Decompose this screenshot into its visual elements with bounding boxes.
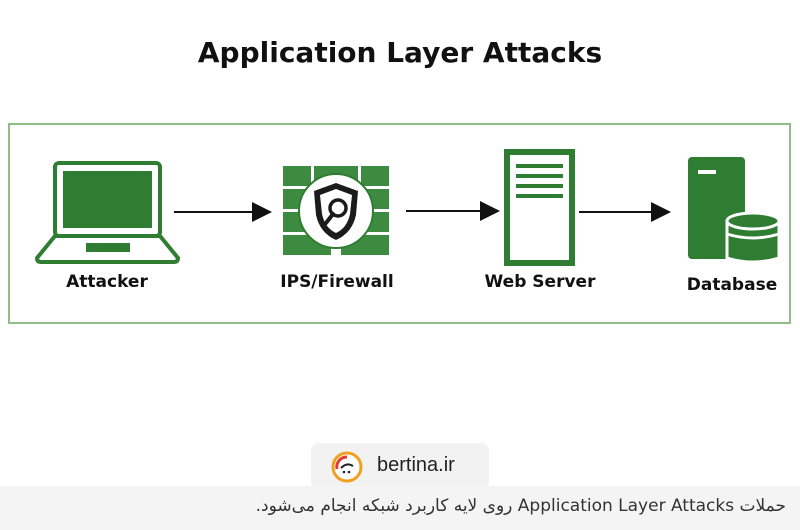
node-label-web-server: Web Server [484, 272, 596, 292]
node-label-attacker: Attacker [66, 272, 148, 292]
diagram-title: Application Layer Attacks [197, 36, 603, 69]
node-label-firewall: IPS/Firewall [280, 272, 394, 292]
watermark-badge: bertina.ir [311, 443, 489, 491]
caption-bar: حملات Application Layer Attacks روی لایه… [0, 486, 800, 530]
bertina-logo-icon [331, 451, 363, 483]
diagram-frame [8, 123, 791, 324]
server-icon [504, 149, 575, 266]
database-icon [688, 157, 781, 264]
caption-text: حملات Application Layer Attacks روی لایه… [255, 496, 786, 516]
watermark-text: bertina.ir [377, 454, 455, 476]
laptop-icon [35, 161, 180, 264]
node-label-database: Database [686, 275, 778, 295]
firewall-shield-icon [283, 166, 389, 255]
